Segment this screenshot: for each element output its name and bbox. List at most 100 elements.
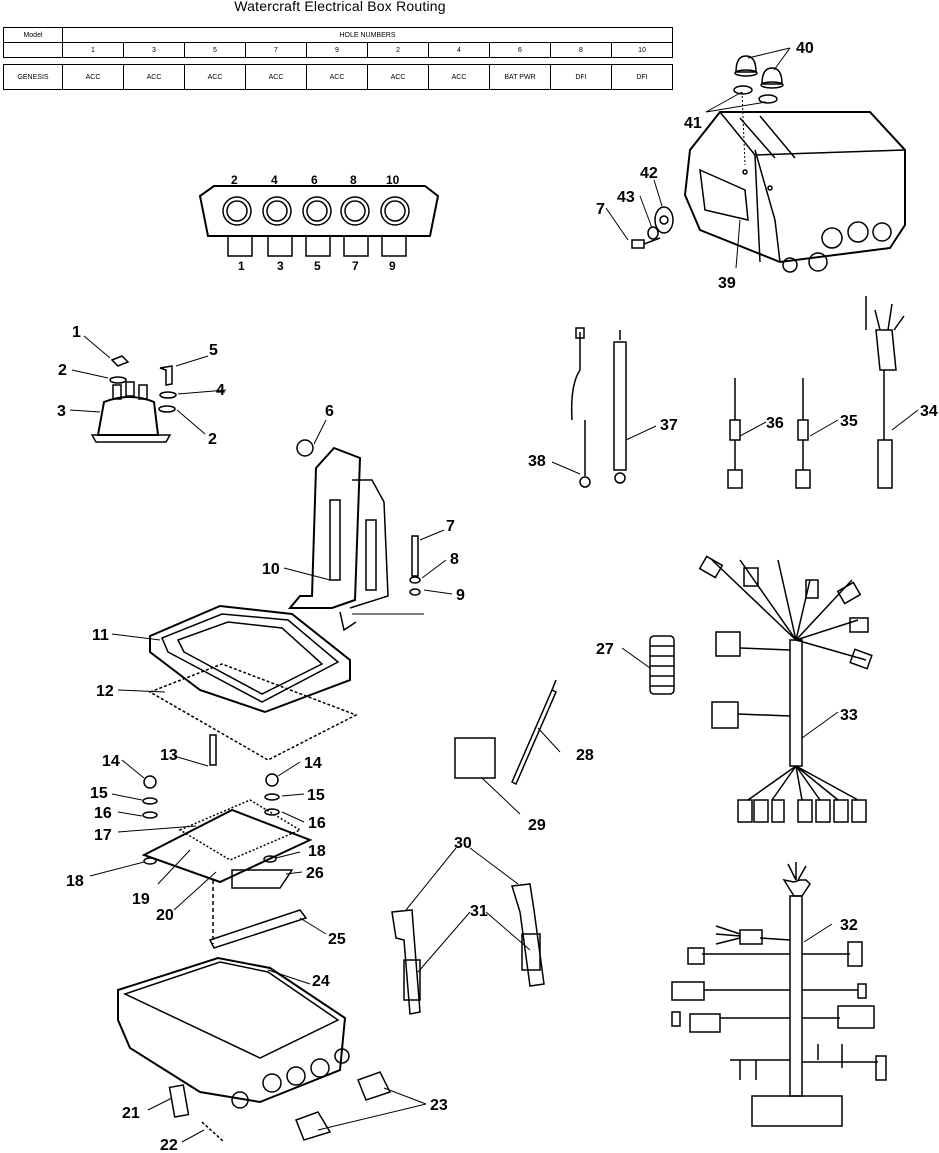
callout-2: 2 [58, 362, 67, 379]
hole-label: 9 [389, 259, 396, 273]
callout-39: 39 [718, 275, 736, 292]
cable-tie-28 [511, 679, 557, 786]
callout-41: 41 [684, 115, 702, 132]
grommet-and-screw [631, 206, 674, 249]
table-cell: DFI [611, 64, 673, 90]
hole-col: 6 [489, 42, 551, 58]
table-cell: ACC [184, 64, 246, 90]
solenoid [90, 355, 177, 443]
callout-8: 8 [450, 551, 459, 568]
table-cell: ACC [245, 64, 307, 90]
hole-col: 5 [184, 42, 246, 58]
hole-label: 8 [350, 173, 357, 187]
table-cell: DFI [550, 64, 612, 90]
callout-7: 7 [596, 201, 605, 218]
callout-18: 18 [66, 873, 84, 890]
hole-col: 8 [550, 42, 612, 58]
hole-label: 7 [352, 259, 359, 273]
callout-33: 33 [840, 707, 858, 724]
callout-20: 20 [156, 907, 174, 924]
sensor-harness-36 [727, 378, 743, 489]
callout-40: 40 [796, 40, 814, 57]
hole-number-row: 1 3 5 7 9 2 4 6 8 10 [3, 42, 673, 58]
box-base [117, 956, 392, 1143]
callout-15: 15 [90, 785, 108, 802]
table-cell: BAT PWR [489, 64, 551, 90]
callout-1: 1 [72, 324, 81, 341]
callout-labels: 40 41 42 43 7 39 1 2 3 5 4 2 6 7 8 9 10 … [57, 40, 938, 1153]
assembled-electrical-box [683, 111, 906, 273]
callout-42: 42 [640, 165, 658, 182]
strap-pair [391, 883, 545, 1015]
callout-32: 32 [840, 917, 858, 934]
callout-3: 3 [57, 403, 66, 420]
callout-12: 12 [96, 683, 114, 700]
table-row: GENESIS ACC ACC ACC ACC ACC ACC ACC BAT … [3, 64, 673, 90]
leader-lines [69, 47, 919, 1143]
callout-4: 4 [216, 382, 225, 399]
callout-26: 26 [306, 865, 324, 882]
table-cell: ACC [367, 64, 429, 90]
callout-29: 29 [528, 817, 546, 834]
coil-part-27 [649, 635, 675, 695]
cap-pair [733, 55, 784, 104]
hole-routing-table: Model HOLE NUMBERS 1 3 5 7 9 2 4 6 8 10 … [3, 27, 673, 90]
callout-5: 5 [209, 342, 218, 359]
hole-label: 2 [231, 173, 238, 187]
table-cell: ACC [62, 64, 124, 90]
hole-col: 1 [62, 42, 124, 58]
callout-14b: 14 [304, 755, 322, 772]
main-harness-32 [671, 862, 887, 1127]
callout-6: 6 [325, 403, 334, 420]
callout-31: 31 [470, 903, 488, 920]
hole-label: 1 [238, 259, 245, 273]
wire-set-37-38 [570, 327, 627, 488]
callout-38: 38 [528, 453, 546, 470]
hole-label: 4 [271, 173, 278, 187]
table-cell: ACC [428, 64, 490, 90]
callout-28: 28 [576, 747, 594, 764]
callout-9: 9 [456, 587, 465, 604]
callout-30: 30 [454, 835, 472, 852]
callout-11: 11 [92, 627, 109, 644]
hole-col: 3 [123, 42, 185, 58]
hole-col: 4 [428, 42, 490, 58]
table-cell: ACC [306, 64, 368, 90]
callout-23: 23 [430, 1097, 448, 1114]
lead-harness-34 [865, 296, 905, 489]
table-cell: ACC [123, 64, 185, 90]
callout-24: 24 [312, 973, 330, 990]
main-harness-33 [698, 555, 873, 823]
callout-18b: 18 [308, 843, 326, 860]
callout-19: 19 [132, 891, 150, 908]
callout-27: 27 [596, 641, 614, 658]
callout-37: 37 [660, 417, 678, 434]
mounting-bracket [287, 439, 421, 632]
callout-34: 34 [920, 403, 938, 420]
callout-15b: 15 [307, 787, 325, 804]
hole-label: 10 [386, 173, 400, 187]
hole-label: 3 [277, 259, 284, 273]
hole-block: 2 4 6 8 10 1 3 5 7 9 [198, 173, 440, 273]
callout-14: 14 [102, 753, 120, 770]
callout-10: 10 [262, 561, 280, 578]
callout-35: 35 [840, 413, 858, 430]
callout-16: 16 [94, 805, 112, 822]
callout-21: 21 [122, 1105, 140, 1122]
callout-2b: 2 [208, 431, 217, 448]
callout-13: 13 [160, 747, 178, 764]
callout-16b: 16 [308, 815, 326, 832]
callout-25: 25 [328, 931, 346, 948]
cover-gasket [148, 663, 358, 761]
box-cover [149, 604, 351, 714]
sensor-harness-35 [795, 378, 811, 489]
callout-36: 36 [766, 415, 784, 432]
callout-17: 17 [94, 827, 112, 844]
page-title: Watercraft Electrical Box Routing [234, 0, 446, 14]
callout-22: 22 [160, 1137, 178, 1153]
hole-col: 10 [611, 42, 673, 58]
model-cell: GENESIS [3, 64, 63, 90]
callout-43: 43 [617, 189, 635, 206]
